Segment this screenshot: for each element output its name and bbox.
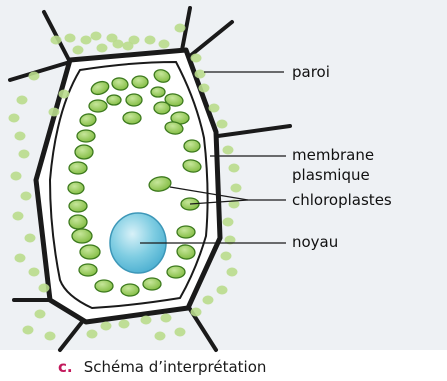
neighbour-chloroplast xyxy=(11,172,22,181)
neighbour-chloroplast xyxy=(155,332,166,341)
chloroplast xyxy=(132,76,148,88)
chloroplast xyxy=(184,140,200,152)
neighbour-chloroplast xyxy=(13,212,24,221)
chloroplast xyxy=(80,245,100,259)
caption-text: Schéma d’interprétation xyxy=(84,358,267,376)
neighbour-chloroplast xyxy=(87,330,98,339)
neighbour-chloroplast xyxy=(91,32,102,41)
label-membrane: membrane xyxy=(292,146,374,164)
neighbour-chloroplast xyxy=(17,96,28,105)
neighbour-chloroplast xyxy=(45,332,56,341)
neighbour-chloroplast xyxy=(203,296,214,305)
chloroplast xyxy=(95,280,113,292)
neighbour-chloroplast xyxy=(29,72,40,81)
neighbour-chloroplast xyxy=(25,234,36,243)
neighbour-chloroplast xyxy=(15,132,26,141)
neighbour-chloroplast xyxy=(119,320,130,329)
chloroplast xyxy=(79,264,97,276)
neighbour-chloroplast xyxy=(101,322,112,331)
neighbour-chloroplast xyxy=(145,36,156,45)
neighbour-chloroplast xyxy=(217,120,228,129)
chloroplast xyxy=(177,226,195,238)
chloroplast xyxy=(107,95,121,105)
chloroplast xyxy=(151,87,165,97)
chloroplast xyxy=(72,229,92,243)
neighbour-chloroplast xyxy=(23,326,34,335)
chloroplast xyxy=(69,215,87,229)
neighbour-chloroplast xyxy=(231,184,242,193)
chloroplast xyxy=(123,112,141,124)
neighbour-chloroplast xyxy=(73,46,84,55)
chloroplast xyxy=(77,130,95,142)
neighbour-chloroplast xyxy=(49,108,60,117)
chloroplast xyxy=(154,102,170,114)
neighbour-chloroplast xyxy=(35,310,46,319)
neighbour-chloroplast xyxy=(223,218,234,227)
neighbour-chloroplast xyxy=(209,104,220,113)
neighbour-chloroplast xyxy=(161,314,172,323)
chloroplast xyxy=(143,278,161,290)
neighbour-chloroplast xyxy=(199,84,210,93)
caption: c. Schéma d’interprétation xyxy=(58,357,266,376)
neighbour-chloroplast xyxy=(15,254,26,263)
neighbour-chloroplast xyxy=(191,308,202,317)
neighbour-chloroplast xyxy=(51,36,62,45)
label-plasmique: plasmique xyxy=(292,166,370,184)
neighbour-chloroplast xyxy=(227,268,238,277)
neighbour-chloroplast xyxy=(21,192,32,201)
label-chloroplastes: chloroplastes xyxy=(292,191,392,209)
neighbour-chloroplast xyxy=(65,34,76,43)
neighbour-chloroplast xyxy=(19,150,30,159)
neighbour-chloroplast xyxy=(217,286,228,295)
neighbour-chloroplast xyxy=(29,268,40,277)
chloroplast xyxy=(68,182,84,194)
neighbour-chloroplast xyxy=(81,36,92,45)
neighbour-chloroplast xyxy=(9,114,20,123)
chloroplast xyxy=(75,145,93,159)
neighbour-chloroplast xyxy=(175,24,186,33)
label-paroi: paroi xyxy=(292,63,330,81)
neighbour-chloroplast xyxy=(159,40,170,49)
chloroplast xyxy=(69,162,87,174)
neighbour-chloroplast xyxy=(107,34,118,43)
neighbour-chloroplast xyxy=(195,70,206,79)
neighbour-chloroplast xyxy=(141,316,152,325)
neighbour-chloroplast xyxy=(39,284,50,293)
neighbour-chloroplast xyxy=(175,328,186,337)
neighbour-chloroplast xyxy=(221,252,232,261)
caption-letter: c. xyxy=(58,358,73,376)
neighbour-chloroplast xyxy=(59,90,70,99)
neighbour-chloroplast xyxy=(229,164,240,173)
neighbour-chloroplast xyxy=(191,54,202,63)
chloroplast xyxy=(69,200,87,212)
neighbour-chloroplast xyxy=(123,42,134,51)
neighbour-chloroplast xyxy=(223,146,234,155)
neighbour-chloroplast xyxy=(97,44,108,53)
chloroplast xyxy=(126,94,142,106)
label-noyau: noyau xyxy=(292,233,338,251)
chloroplast xyxy=(121,284,139,296)
chloroplast xyxy=(167,266,185,278)
chloroplast xyxy=(89,100,107,112)
